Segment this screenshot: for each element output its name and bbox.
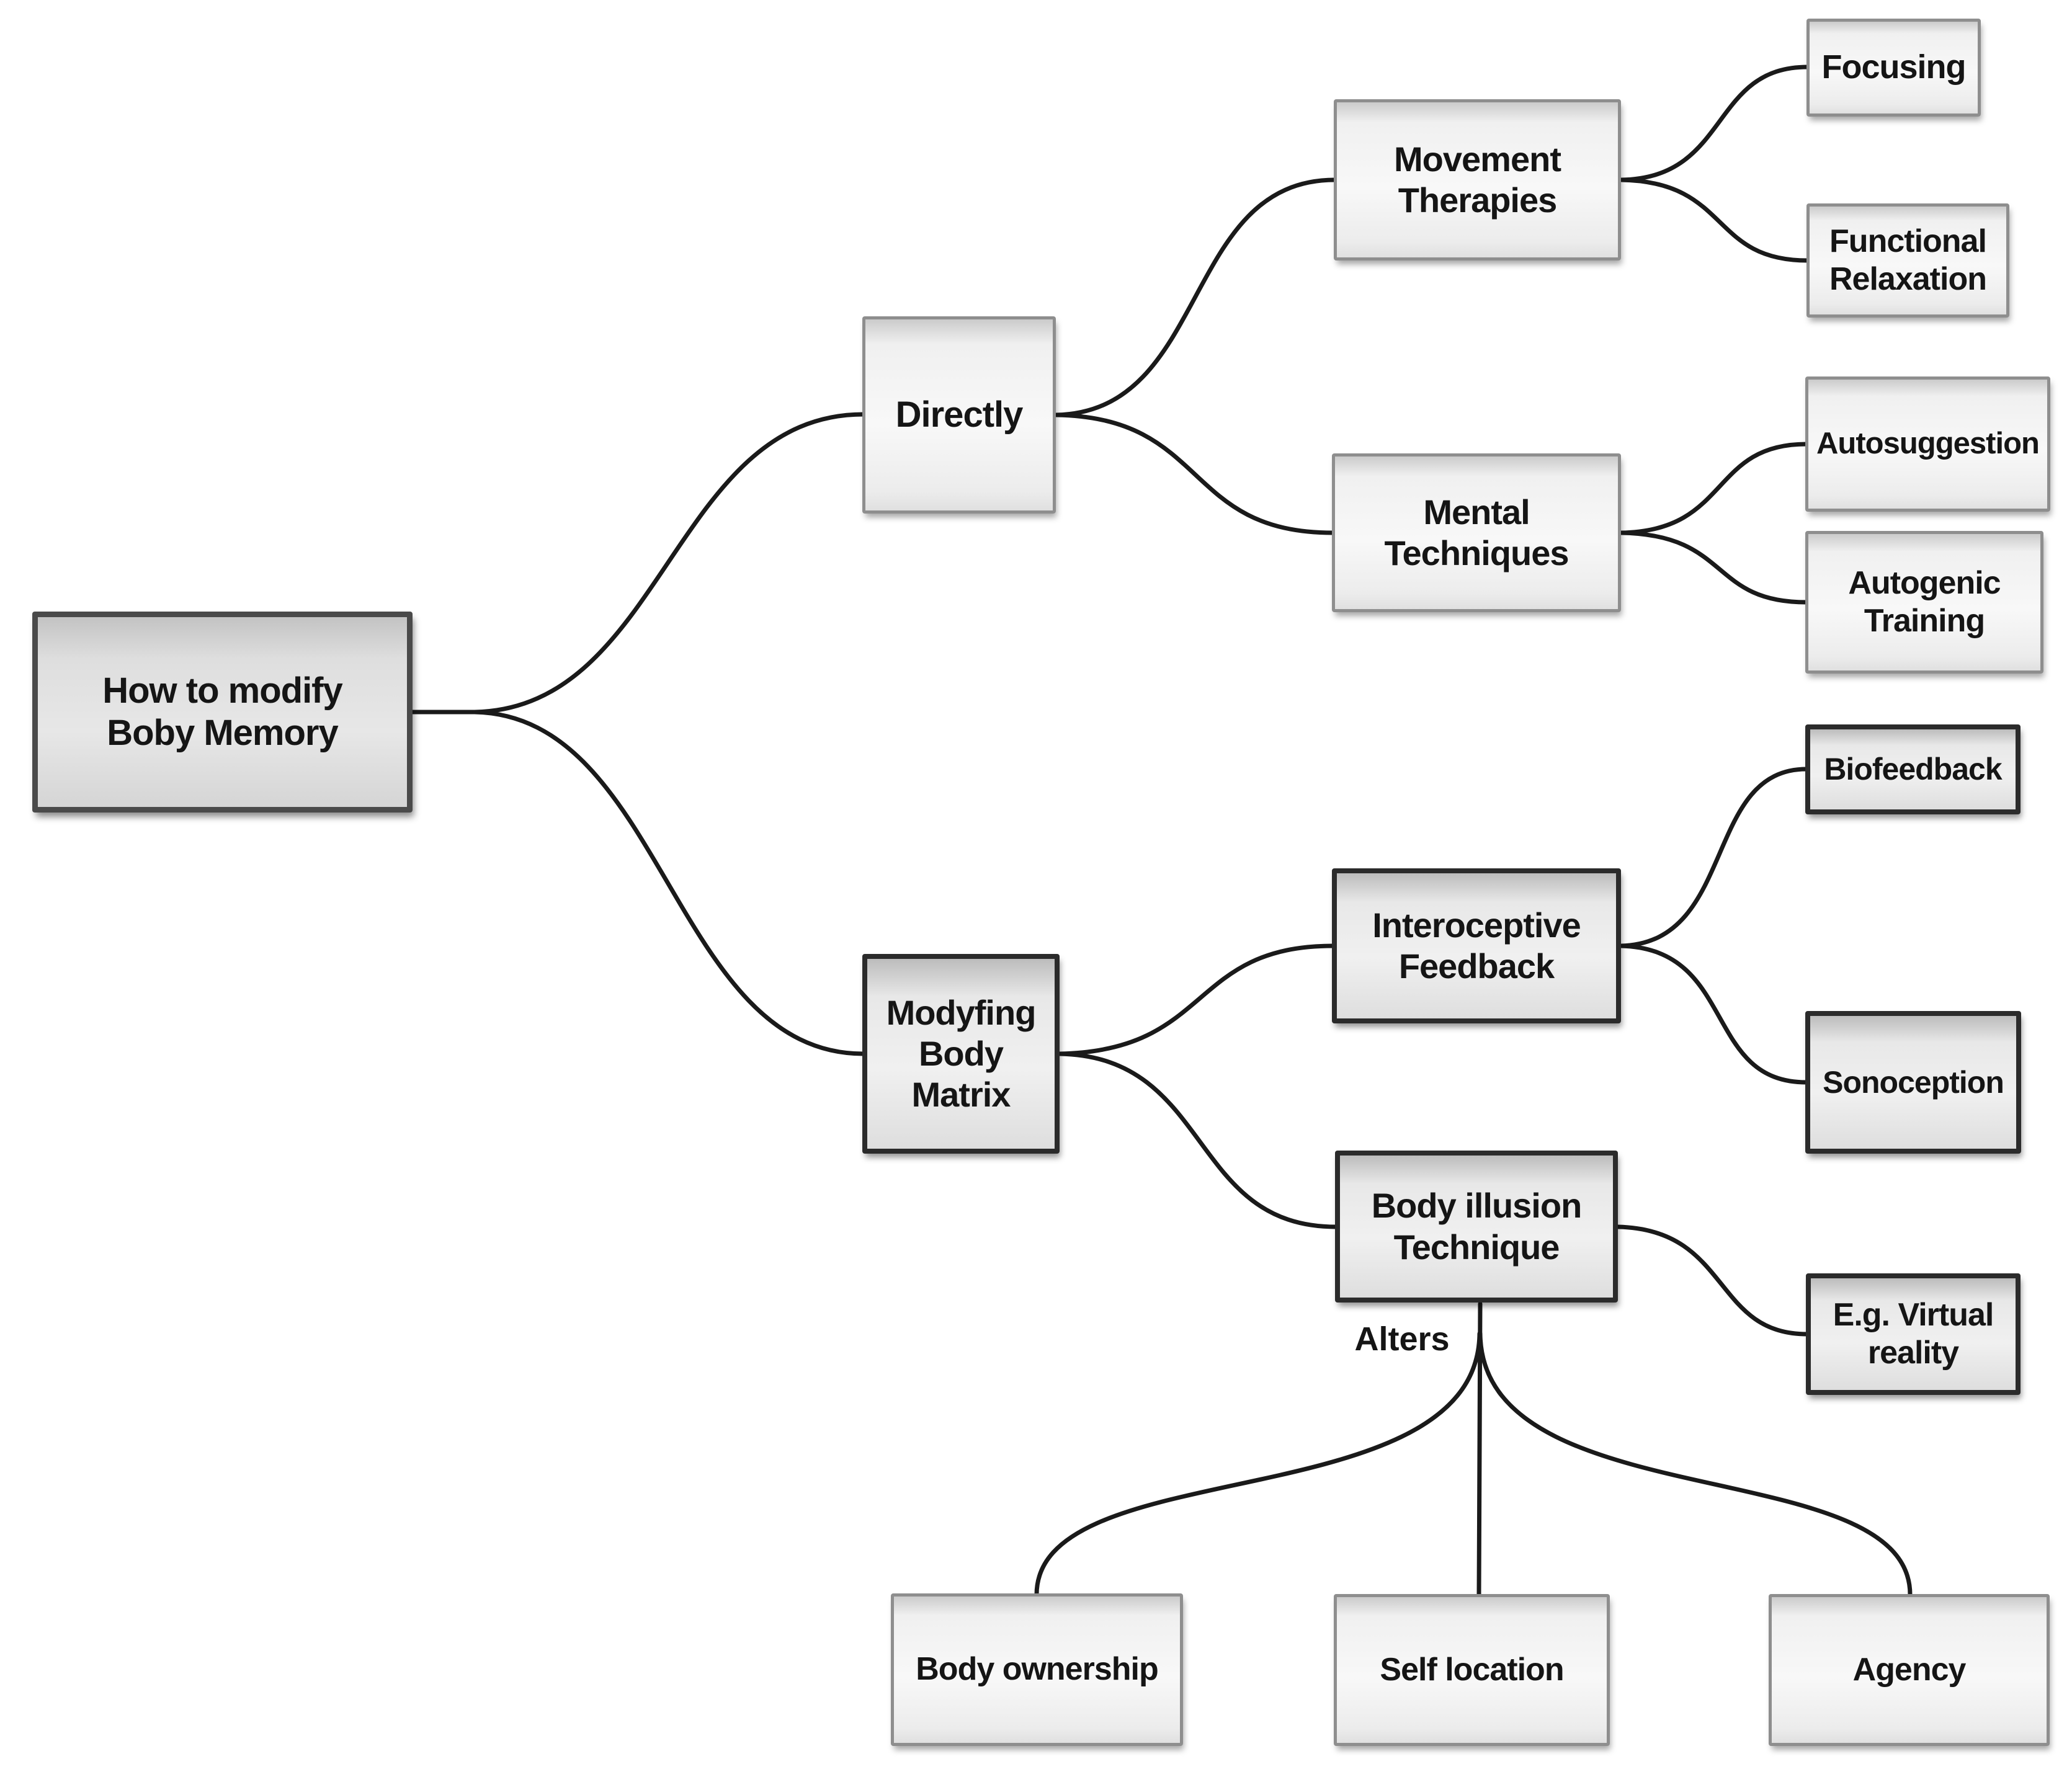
connector-body-illusion-to-virtual-reality <box>1615 1224 1810 1337</box>
connector-movement-to-functional-relaxation <box>1619 177 1810 263</box>
node-body-illusion-technique: Body illusion Technique <box>1335 1151 1618 1303</box>
node-virtual-reality-example-label: E.g. Virtual reality <box>1833 1296 1994 1371</box>
node-self-location: Self location <box>1334 1594 1610 1746</box>
connector-mental-to-autogenic-training <box>1619 530 1809 605</box>
connector-root-to-modifying-body-matrix <box>472 710 866 1056</box>
node-functional-relaxation: Functional Relaxation <box>1806 203 2009 318</box>
node-autogenic-training-label: Autogenic Training <box>1848 564 2001 639</box>
connector-interoceptive-to-biofeedback <box>1619 767 1809 948</box>
node-body-ownership-label: Body ownership <box>916 1651 1158 1688</box>
node-virtual-reality-example: E.g. Virtual reality <box>1806 1273 2021 1395</box>
connector-modifying-to-body-illusion <box>1057 1051 1339 1229</box>
node-body-illusion-technique-label: Body illusion Technique <box>1371 1186 1583 1267</box>
node-biofeedback: Biofeedback <box>1805 724 2021 814</box>
node-movement-therapies: Movement Therapies <box>1334 99 1621 261</box>
node-how-to-modify-body-memory: How to modify Boby Memory <box>32 612 413 813</box>
connector-directly-to-movement-therapies <box>1053 177 1337 417</box>
node-interoceptive-feedback: Interoceptive Feedback <box>1332 868 1621 1023</box>
node-sonoception-label: Sonoception <box>1823 1064 2004 1100</box>
node-directly: Directly <box>862 316 1056 514</box>
connector-alters-to-body-ownership <box>1034 1331 1482 1597</box>
node-agency-label: Agency <box>1852 1651 1967 1688</box>
connector-movement-to-focusing <box>1619 65 1810 182</box>
node-focusing-label: Focusing <box>1821 48 1967 86</box>
connector-alters-to-agency <box>1478 1331 1913 1597</box>
node-autosuggestion-label: Autosuggestion <box>1816 427 2040 461</box>
connector-interoceptive-to-sonoception <box>1619 943 1809 1085</box>
node-how-to-modify-body-memory-label: How to modify Boby Memory <box>102 670 343 753</box>
node-body-ownership: Body ownership <box>891 1593 1183 1746</box>
node-self-location-label: Self location <box>1380 1651 1564 1688</box>
connector-root-to-directly <box>472 412 866 715</box>
node-directly-label: Directly <box>895 394 1024 435</box>
connector-modifying-to-interoceptive <box>1057 943 1336 1056</box>
node-movement-therapies-label: Movement Therapies <box>1394 139 1561 220</box>
node-functional-relaxation-label: Functional Relaxation <box>1829 223 1987 297</box>
node-focusing: Focusing <box>1806 19 1981 117</box>
node-mental-techniques-label: Mental Techniques <box>1384 492 1569 572</box>
node-agency: Agency <box>1769 1594 2050 1746</box>
node-sonoception: Sonoception <box>1805 1011 2021 1154</box>
node-biofeedback-label: Biofeedback <box>1824 752 2002 786</box>
connector-directly-to-mental-techniques <box>1053 412 1336 535</box>
node-mental-techniques: Mental Techniques <box>1332 453 1621 612</box>
connector-mental-to-autosuggestion <box>1619 442 1809 535</box>
alters-edge-label: Alters <box>1354 1321 1450 1358</box>
node-modifying-body-matrix-label: Modyfing Body Matrix <box>886 992 1037 1115</box>
node-autogenic-training: Autogenic Training <box>1805 531 2043 674</box>
node-modifying-body-matrix: Modyfing Body Matrix <box>862 954 1060 1154</box>
node-interoceptive-feedback-label: Interoceptive Feedback <box>1372 905 1581 986</box>
node-autosuggestion: Autosuggestion <box>1805 376 2050 512</box>
